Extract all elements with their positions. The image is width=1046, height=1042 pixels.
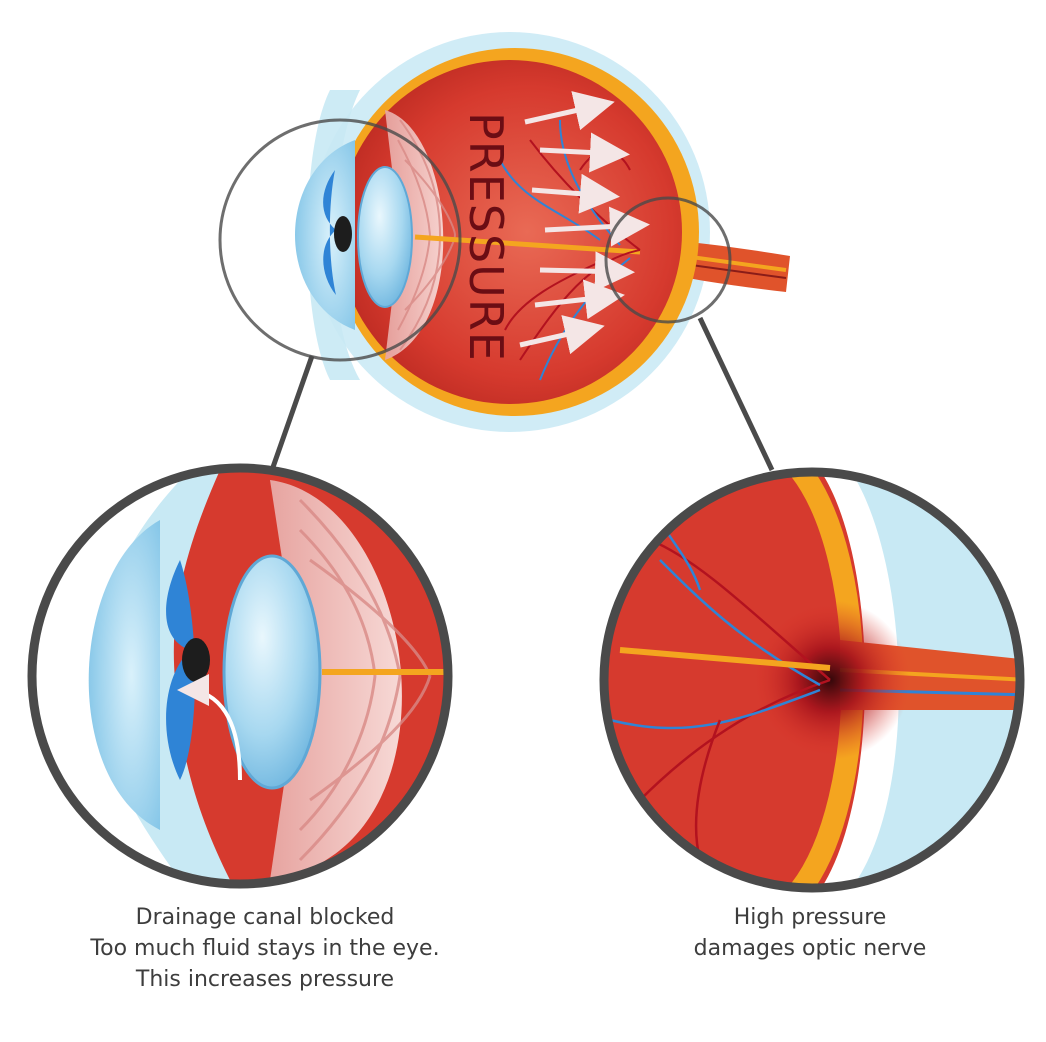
zoom-ring-nerve [604,196,732,324]
connector-right [697,316,775,472]
caption-right-line-2: damages optic nerve [693,936,927,961]
caption-right-line-1: High pressure [733,905,887,930]
pressure-label: PRESSURE [459,112,513,362]
caption-left-line-1: Drainage canal blocked [135,905,395,930]
cornea [295,140,355,330]
zoom-right-ring [599,467,1025,893]
caption-left: Drainage canal blocked Too much fluid st… [40,902,490,995]
fluid-flow-arrow [177,674,242,781]
caption-left-line-3: This increases pressure [135,967,395,992]
pressure-arrows [519,91,650,355]
iris [323,170,336,295]
pupil [334,216,352,252]
caption-right: High pressure damages optic nerve [600,902,1020,964]
caption-left-line-2: Too much fluid stays in the eye. [90,936,440,961]
connector-left [269,355,315,471]
lens [357,166,413,308]
zoom-left [27,463,453,889]
main-eye: PRESSURE [218,32,790,432]
zoom-left-ring [27,463,453,889]
zoom-ring-front [218,118,462,362]
zoom-right [599,467,1025,893]
